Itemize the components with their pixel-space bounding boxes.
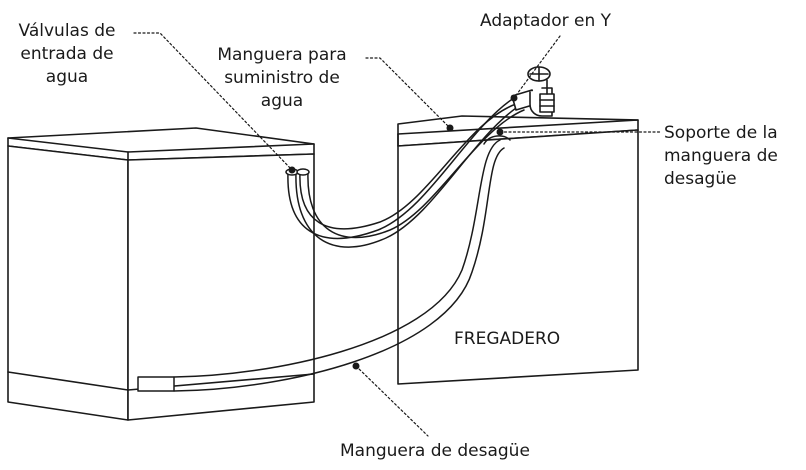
callout-leaders (133, 32, 661, 437)
label-drain-hose: Manguera de desagüe (340, 441, 530, 461)
label-drain-support-line2: manguera de (664, 146, 778, 166)
label-drain-support-line3: desagüe (664, 169, 737, 189)
label-inlet-valves-line1: Válvulas de (18, 21, 116, 41)
label-supply-hose-line2: suministro de (224, 68, 340, 88)
callout-dots (288, 94, 518, 370)
label-drain-hose-support: Soporte de la manguera de desagüe (664, 122, 778, 191)
label-sink: FREGADERO (454, 329, 561, 349)
sink-cabinet (397, 115, 639, 385)
label-supply-hose-line1: Manguera para (217, 45, 347, 65)
dishwasher-side (127, 153, 315, 421)
callout-dot-drain-hose (352, 362, 360, 370)
label-inlet-valves-line2: entrada de (20, 44, 114, 64)
callout-dot-drain-support (496, 128, 504, 136)
label-drain-support-line1: Soporte de la (664, 123, 778, 143)
drain-hose-fitting (137, 376, 175, 392)
drain-hose (137, 135, 511, 392)
y-adapter-assembly (511, 66, 555, 117)
label-inlet-valves: Válvulas de entrada de agua (2, 20, 132, 89)
dishwasher-front (7, 145, 129, 421)
callout-dot-y-adapter (510, 94, 518, 102)
label-y-adapter: Adaptador en Y (480, 11, 612, 31)
drain-hose-support (483, 135, 511, 145)
callout-dot-supply-hose (446, 124, 454, 132)
label-supply-hose: Manguera para suministro de agua (200, 44, 364, 113)
dishwasher (7, 127, 315, 421)
callout-dot-inlet-valves (288, 166, 296, 174)
label-inlet-valves-line3: agua (45, 67, 89, 87)
label-supply-hose-line3: agua (260, 91, 304, 111)
sink-cabinet-body (397, 129, 639, 385)
inlet-valve (296, 168, 310, 176)
